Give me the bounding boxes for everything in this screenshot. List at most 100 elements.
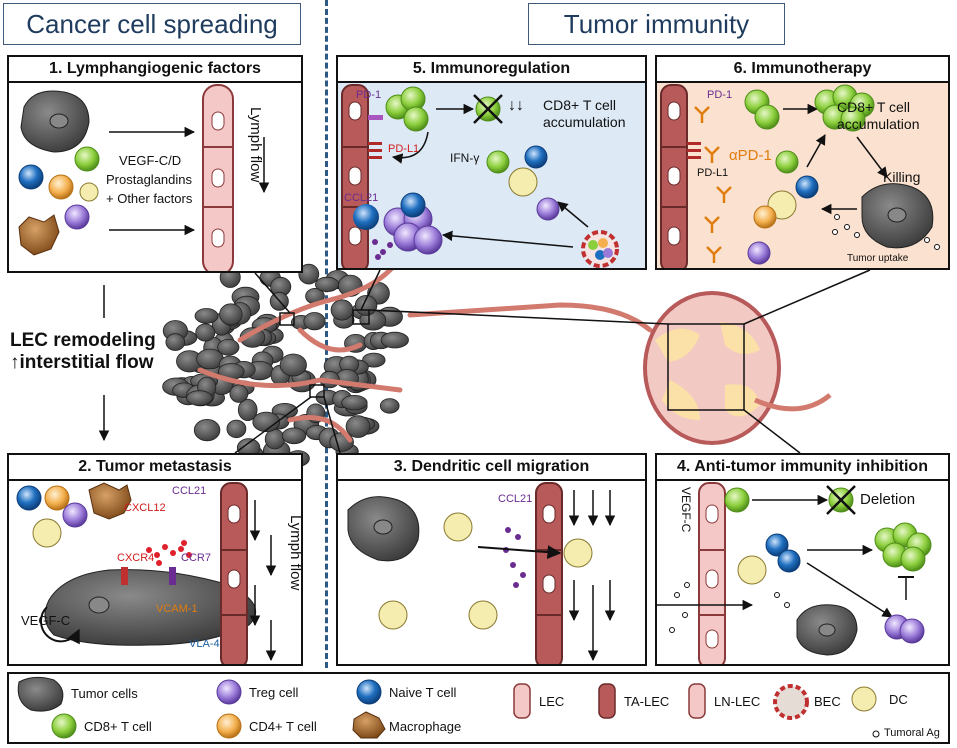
legend-naive-icon: [356, 679, 382, 705]
bec-icon: [581, 230, 619, 268]
legend-dc-icon: [851, 686, 877, 712]
panel-dendritic-cell-migration: 3. Dendritic cell migration: [336, 453, 647, 666]
lec-remodeling-label: LEC remodeling ↑interstitial flow: [10, 330, 190, 374]
panel2-vla: VLA-4: [189, 638, 220, 650]
tumor-cell: [341, 395, 368, 411]
tumor-cell: [281, 427, 307, 445]
panel5-result-line2: accumulation: [543, 114, 626, 130]
legend-cd4-icon: [216, 713, 242, 739]
tumor-cell: [264, 429, 285, 450]
panel5-pdl1: PD-L1: [388, 143, 420, 155]
panel1-title: 1. Lymphangiogenic factors: [9, 57, 301, 83]
tumor-cell: [237, 398, 258, 421]
ta-lec-vessel: [660, 84, 688, 268]
panel2-cxcr4: CXCR4: [117, 552, 155, 564]
down-arrows-icon: ↓↓: [508, 97, 524, 114]
panel2-ccr7: CCR7: [181, 552, 211, 564]
panel1-factor2: Prostaglandins: [106, 172, 192, 187]
legend-bec-icon: [773, 684, 809, 720]
ta-lec-vessel: [535, 482, 563, 664]
panel6-killing: Killing: [883, 169, 921, 185]
panel1-factor3: + Other factors: [106, 191, 193, 206]
lec-remodeling-line2: ↑interstitial flow: [10, 352, 154, 373]
legend-ta-lec-label: TA-LEC: [624, 694, 670, 709]
legend-tumor-icon: [17, 676, 64, 712]
tumor-cell: [314, 276, 340, 292]
lymphatic-vessel: [202, 84, 234, 271]
panel-immunotherapy: 6. Immunotherapy: [655, 55, 950, 270]
section-divider: [325, 0, 328, 668]
tumor-cell-icon: [44, 569, 257, 646]
panel-immunoregulation: 5. Immunoregulation: [336, 55, 647, 270]
tumor-immunity-header: Tumor immunity: [528, 3, 785, 45]
legend-ta-lec-icon: [598, 683, 616, 719]
legend-ln-lec-icon: [688, 683, 706, 719]
legend-treg-icon: [216, 679, 242, 705]
panel3-ccl21: CCL21: [498, 493, 533, 505]
panel1-flow-label: Lymph flow: [247, 107, 264, 183]
legend-lec-label: LEC: [539, 694, 565, 709]
panel2-vegfc: VEGF-C: [21, 613, 71, 628]
panel4-vegfc: VEGF-C: [679, 487, 693, 533]
panel2-vcam: VCAM-1: [156, 603, 198, 615]
panel5-ccl21: CCL21: [344, 192, 379, 204]
cancer-spreading-header: Cancer cell spreading: [3, 3, 301, 45]
treg-cell-icon: [64, 204, 90, 230]
tumor-cell: [226, 419, 247, 439]
legend-cd4-label: CD4+ T cell: [249, 719, 317, 734]
antibody-icons: [694, 106, 732, 263]
naive-t-cell-icon: [18, 164, 44, 190]
tumor-cell: [217, 338, 240, 356]
panel-tumor-metastasis: 2. Tumor metastasis CCL21 CX: [7, 453, 303, 666]
tumor-cluster: [162, 263, 409, 471]
panel-lymphangiogenic-factors: 1. Lymphangiogenic factors VEGF-C/D Pros…: [7, 55, 303, 273]
ta-lec-vessel: [341, 84, 369, 268]
tumor-cell: [380, 331, 409, 349]
cd4-t-cell-icon: [48, 174, 74, 200]
tumor-cell: [279, 353, 307, 377]
cd4-cluster: [353, 192, 443, 255]
panel6-pdl1: PD-L1: [697, 167, 729, 179]
tumor-cell: [194, 308, 219, 324]
dc-icon: [32, 518, 62, 548]
legend-dc-label: DC: [889, 692, 908, 707]
panel2-flow-label: Lymph flow: [287, 515, 303, 591]
tumor-cell: [298, 263, 320, 285]
tumor-cell: [252, 411, 281, 433]
panel5-title: 5. Immunoregulation: [338, 57, 645, 83]
dendritic-cell-icon: [79, 182, 99, 202]
legend: Tumor cells CD8+ T cell Treg cell CD4+ T…: [7, 672, 950, 744]
tumor-cell: [186, 390, 213, 406]
panel5-pd1: PD-1: [356, 89, 382, 101]
panel4-deletion: Deletion: [860, 491, 916, 508]
legend-bec-label: BEC: [814, 694, 841, 709]
legend-cd8-icon: [51, 713, 77, 739]
legend-antigen-icon: [872, 730, 880, 738]
panel5-ifn: IFN-γ: [450, 151, 480, 165]
tumor-cell: [193, 418, 221, 442]
legend-ln-lec-label: LN-LEC: [714, 694, 761, 709]
cd8-expansion-cluster: [874, 522, 932, 572]
legend-tumor-label: Tumor cells: [71, 686, 138, 701]
panel5-result-line1: CD8+ T cell: [543, 97, 617, 113]
panel6-uptake: Tumor uptake: [847, 253, 909, 264]
ta-lec-vessel: [220, 482, 248, 664]
tumor-cell: [362, 352, 386, 368]
panel4-title: 4. Anti-tumor immunity inhibition: [657, 455, 948, 481]
lec-remodeling-line1: LEC remodeling: [10, 330, 156, 351]
panel6-apd1: αPD-1: [729, 147, 772, 164]
cd8-t-cell-icon: [403, 106, 429, 132]
tumor-cell: [219, 303, 243, 326]
legend-antigen-label: Tumoral Ag: [884, 727, 940, 739]
cd8-accumulation-cluster: [814, 84, 875, 132]
ln-lec-vessel: [698, 482, 726, 664]
panel2-cxcl12: CXCL12: [124, 502, 166, 514]
panel-anti-tumor-immunity-inhibition: 4. Anti-tumor immunity inhibition: [655, 453, 950, 666]
tumor-cell: [195, 323, 216, 342]
dc-icon: [378, 512, 593, 630]
macrophage-icon: [18, 214, 60, 256]
panel6-title: 6. Immunotherapy: [657, 57, 948, 83]
dc-icon: [508, 167, 538, 197]
tumor-cell: [345, 415, 371, 438]
legend-treg-label: Treg cell: [249, 685, 299, 700]
